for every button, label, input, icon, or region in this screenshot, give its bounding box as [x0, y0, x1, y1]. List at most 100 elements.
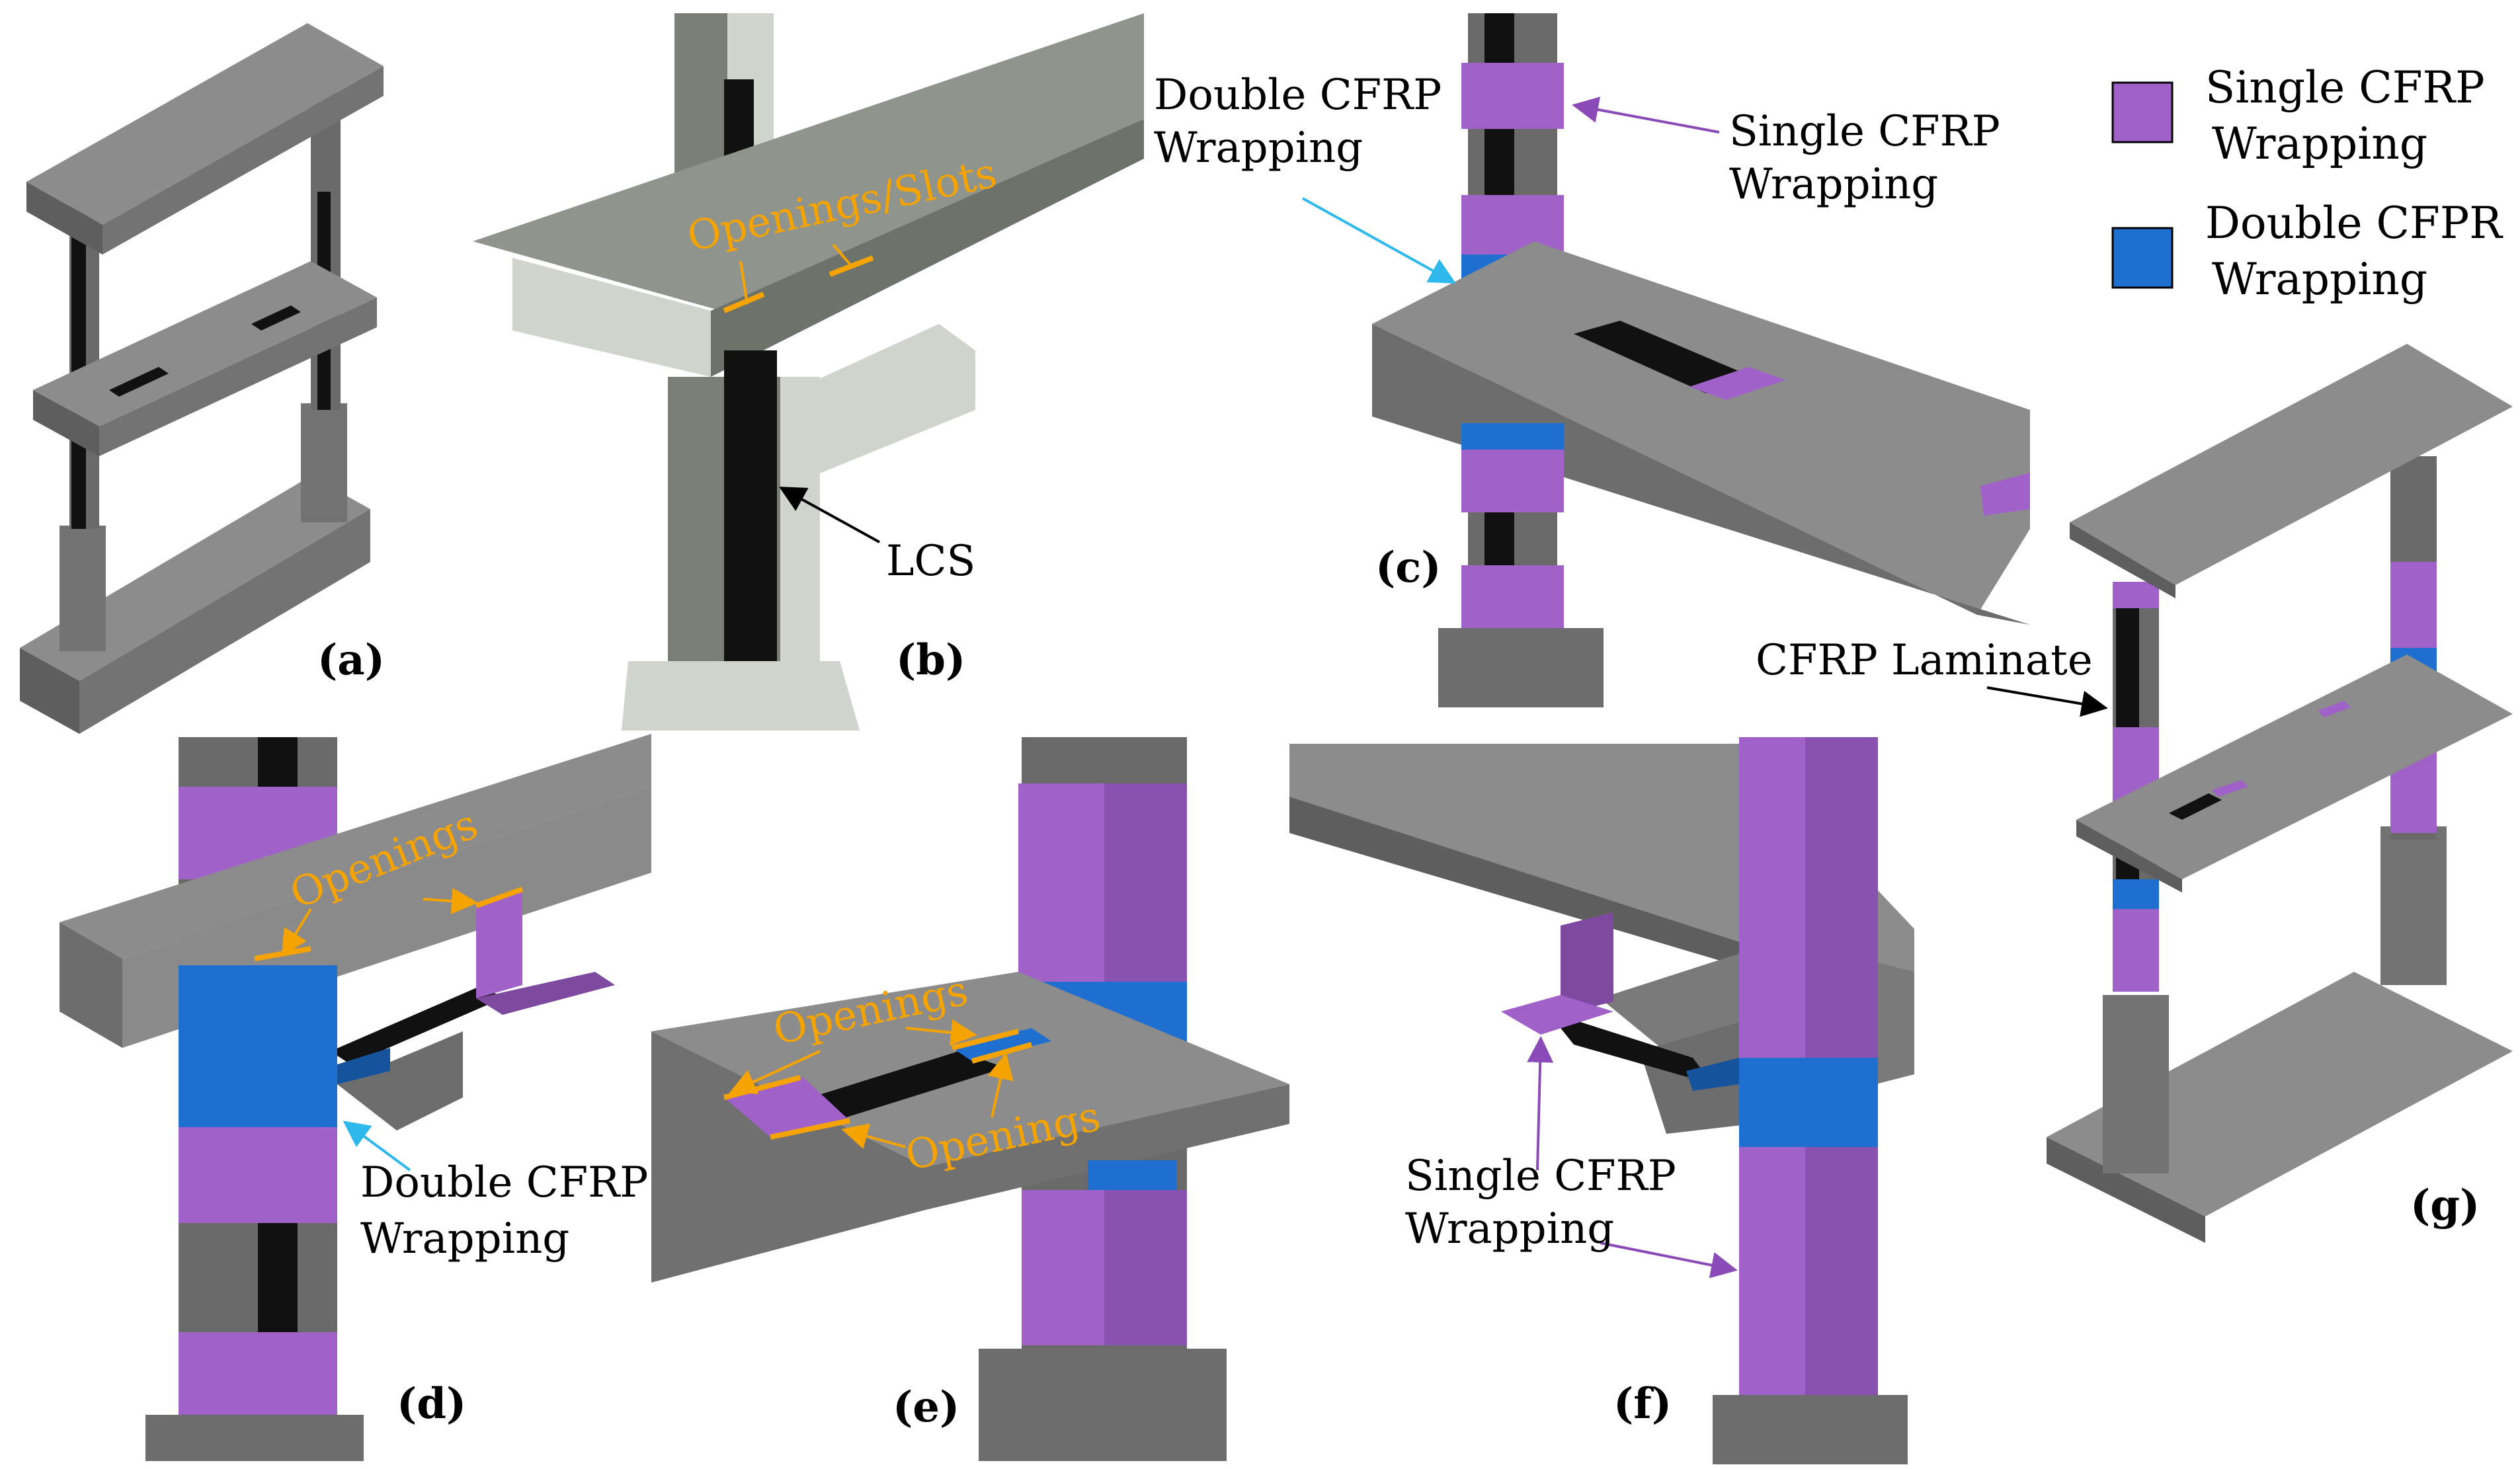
e-base	[979, 1349, 1227, 1461]
opening-leader-2	[832, 243, 854, 269]
legend-single-line1: Single CFRP	[2205, 62, 2485, 113]
panel-c: Double CFRP Wrapping Single CFRP Wrappin…	[1154, 13, 2030, 707]
slab-c-single-strip	[1689, 367, 1785, 400]
g-top-beam-top	[2070, 344, 2513, 585]
legend-double-line1: Double CFPR	[2205, 198, 2503, 249]
g-stub-left	[2103, 995, 2169, 1173]
e-lower-double	[1088, 1160, 1177, 1190]
base-block	[622, 661, 860, 731]
single-wrap-c3	[1461, 450, 1564, 512]
panel-a: (a)	[20, 23, 385, 734]
e-opening-mark-2	[770, 1118, 850, 1140]
legend-double-swatch	[2111, 227, 2174, 289]
top-beam-top	[26, 23, 384, 225]
slab-c-top	[1372, 241, 2030, 615]
f-laminate	[1547, 1012, 1713, 1084]
f-base	[1713, 1395, 1908, 1464]
f-single-label-2: Wrapping	[1405, 1205, 1614, 1253]
top-beam-front	[26, 182, 102, 255]
legend-double-line2: Wrapping	[2212, 254, 2427, 305]
laminate-arrow-g	[1986, 686, 2108, 717]
e-slab-front	[651, 1031, 1289, 1283]
legend-single-line2: Wrapping	[2212, 118, 2427, 169]
f-single-flange	[1501, 995, 1613, 1035]
f-single-label-1: Single CFRP	[1405, 1152, 1676, 1201]
opening-mark-1	[723, 292, 765, 313]
single-label-c-1: Single CFRP	[1729, 107, 2000, 156]
d-double-wrap	[179, 965, 337, 1127]
g-mid-beam-top	[2076, 655, 2513, 879]
double-label-c-2: Wrapping	[1154, 124, 1363, 173]
lcs-arrow	[778, 487, 880, 543]
g-mid-laminate	[2169, 793, 2222, 820]
d-opening-leader-1	[281, 908, 312, 957]
g-wrap-left-1	[2113, 582, 2159, 608]
d-laminate	[331, 985, 503, 1064]
d-single-strip	[476, 889, 522, 998]
g-stub-right	[2380, 826, 2447, 985]
g-wrap-right-1	[2390, 562, 2437, 648]
e-strip-double	[952, 1028, 1051, 1061]
panel-d-caption: (d)	[397, 1379, 466, 1429]
panel-g-caption: (g)	[2410, 1181, 2480, 1230]
panel-f-caption: (f)	[1613, 1379, 1672, 1429]
beam-top	[473, 13, 1144, 311]
d-double-arrow	[343, 1121, 411, 1171]
slab-c-single-strip-2	[1980, 473, 2030, 516]
single-arrow-c	[1572, 97, 1720, 134]
column-stub-right	[301, 403, 347, 522]
e-slab-laminate	[800, 1051, 1005, 1117]
f-arrow-1	[1527, 1036, 1554, 1171]
d-opening-mark-2	[475, 887, 524, 908]
g-footing-front	[2047, 1137, 2205, 1243]
panel-d: Openings Double CFRP Wrapping (d)	[60, 734, 651, 1461]
mid-beam-front	[33, 390, 99, 456]
g-top-beam-front	[2070, 522, 2175, 598]
panel-b: Openings/Slots LCS (b)	[473, 13, 1144, 731]
beam-front-dark	[711, 119, 1144, 377]
d-double-flange	[337, 1048, 390, 1084]
panel-b-caption: (b)	[896, 635, 965, 685]
g-wrap-left-double-2	[2113, 879, 2159, 909]
footing-front	[20, 648, 79, 734]
d-single-wrap-low	[179, 1332, 337, 1425]
d-single-wrap-mid	[179, 1127, 337, 1223]
g-wrap-left-3	[2113, 909, 2159, 992]
single-label-c-2: Wrapping	[1729, 160, 1938, 209]
opening-leader-1	[739, 260, 749, 305]
slab-c-laminate	[1574, 321, 1752, 393]
e-opening-mark-1	[723, 1075, 801, 1100]
top-beam-side	[102, 66, 384, 255]
d-beam-front	[60, 922, 122, 1048]
mid-beam-top	[33, 261, 377, 426]
single-wrap-c1	[1461, 63, 1564, 129]
mid-beam-laminate-2	[251, 305, 301, 331]
d-single-strip-flange	[476, 972, 615, 1015]
e-lower-single-side	[1104, 1190, 1187, 1345]
d-opening-leader-2	[423, 887, 478, 914]
panel-a-caption: (a)	[317, 635, 385, 685]
g-mid-strip-2	[2318, 701, 2351, 717]
f-double-wrap	[1739, 1058, 1878, 1147]
double-wrap-c-lower	[1461, 423, 1564, 453]
f-single-strip	[1561, 912, 1613, 1015]
d-base	[145, 1415, 364, 1461]
cross-beam	[780, 324, 975, 476]
mid-beam-side	[99, 298, 377, 456]
panel-e-caption: (e)	[893, 1382, 959, 1432]
beam-front-light	[512, 258, 711, 377]
mid-beam-laminate-1	[109, 367, 169, 397]
double-label-c-1: Double CFRP	[1154, 71, 1442, 120]
f-arrow-2	[1600, 1242, 1738, 1279]
lower-column-lcs	[724, 350, 777, 688]
column-stub-left	[60, 526, 106, 651]
laminate-left	[71, 198, 86, 529]
legend: Single CFRP Wrapping Double CFPR Wrappin…	[2111, 62, 2503, 305]
e-leader-3	[841, 1123, 907, 1149]
d-double-label-1: Double CFRP	[360, 1158, 648, 1207]
double-arrow-c	[1302, 197, 1456, 284]
lcs-label: LCS	[886, 537, 975, 586]
e-leader-2	[905, 1019, 977, 1046]
e-leader-4	[987, 1052, 1014, 1118]
